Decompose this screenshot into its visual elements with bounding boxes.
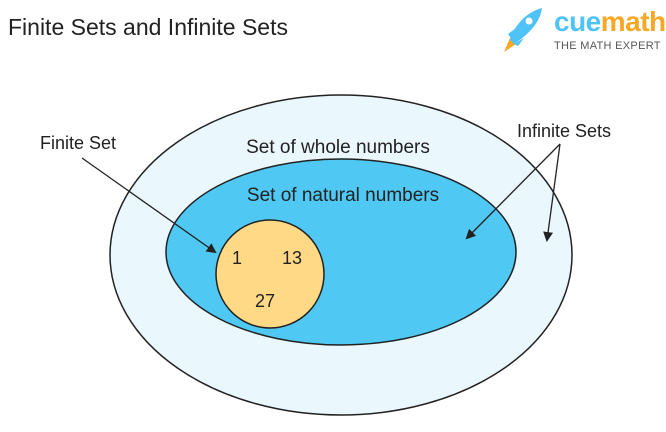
cuemath-logo: cuemath THE MATH EXPERT <box>496 4 666 56</box>
brand-tagline: THE MATH EXPERT <box>554 40 661 52</box>
set-element: 13 <box>282 248 302 268</box>
brand-part-1: cue <box>554 6 601 37</box>
finite-set-label: Finite Set <box>40 133 116 153</box>
infinite-arrow-natural <box>465 143 561 240</box>
set-element: 1 <box>232 248 242 268</box>
finite-set <box>215 219 325 329</box>
page-title: Finite Sets and Infinite Sets <box>8 14 288 40</box>
natural-numbers-label: Set of natural numbers <box>247 185 439 206</box>
finite-arrow <box>81 157 217 254</box>
whole-numbers-label: Set of whole numbers <box>246 137 430 158</box>
set-element: 27 <box>255 291 275 311</box>
infinite-arrow-whole <box>543 143 561 242</box>
rocket-icon <box>504 8 542 52</box>
brand-part-2: math <box>600 6 666 37</box>
brand-name: cuemath <box>554 6 666 38</box>
infinite-sets-label: Infinite Sets <box>517 121 611 141</box>
